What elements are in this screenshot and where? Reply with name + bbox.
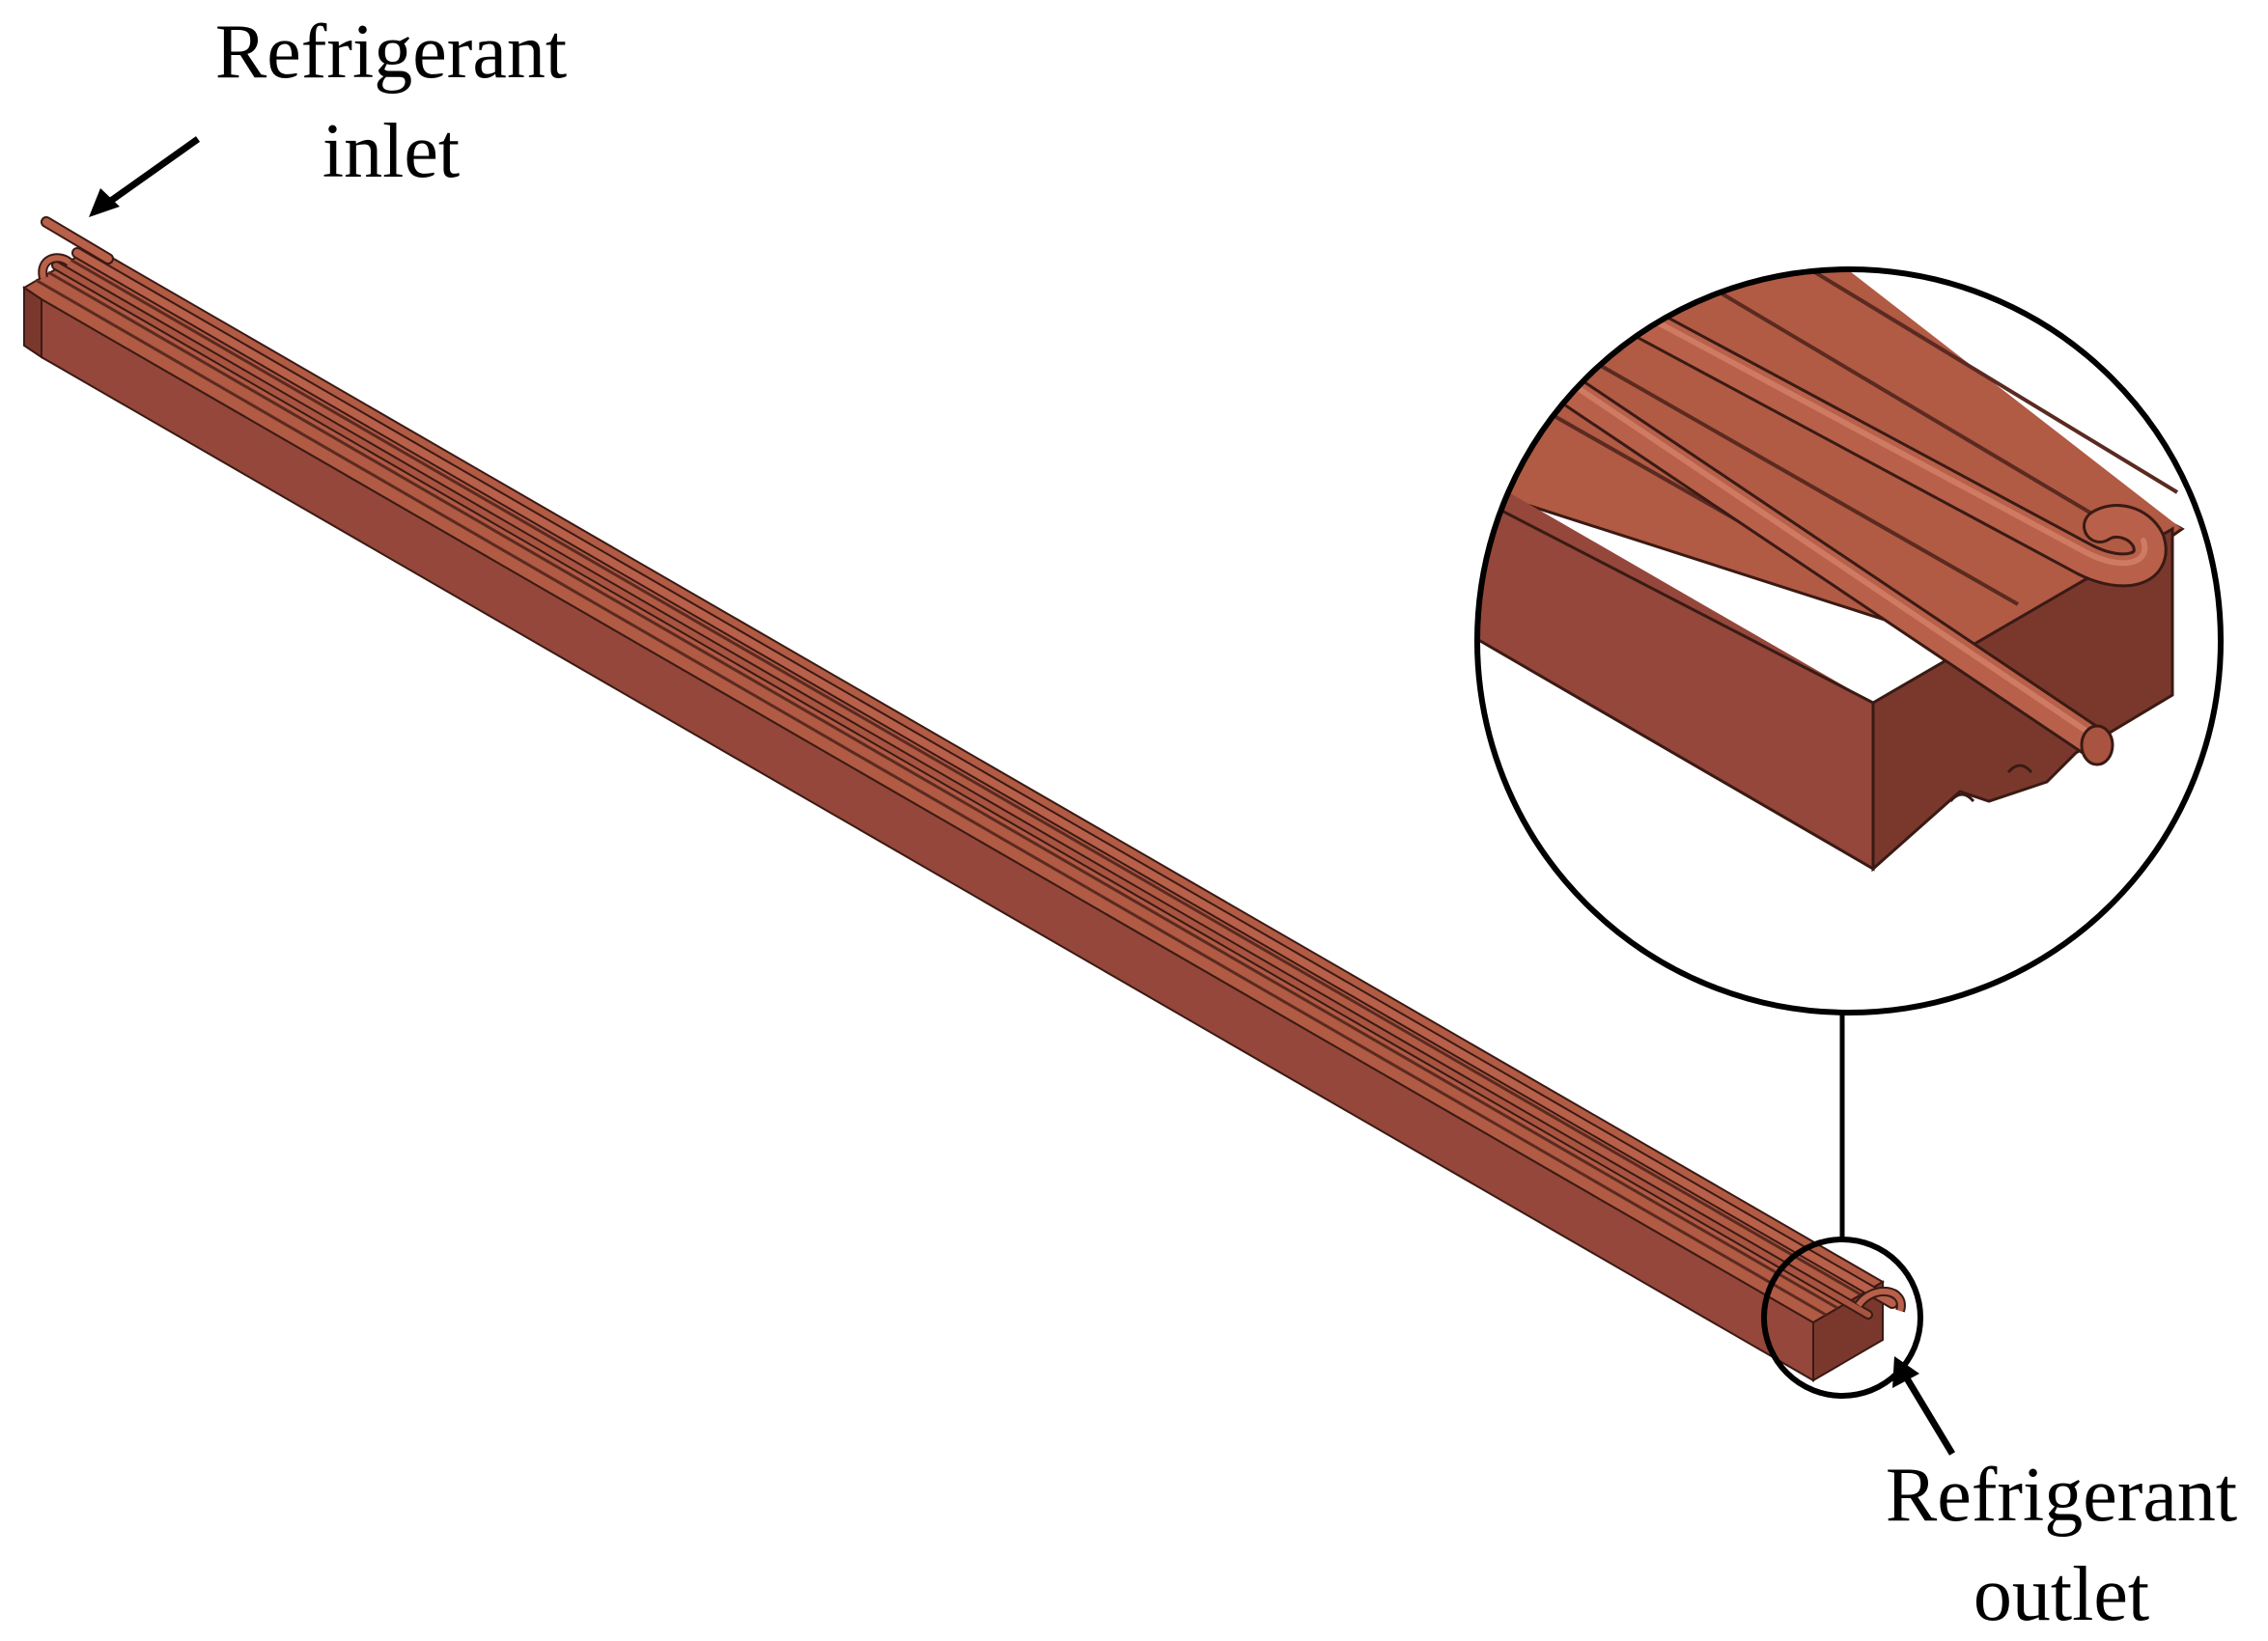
zoom-u-bend-tube bbox=[1547, 269, 2168, 588]
inlet-label-line1: Refrigerant bbox=[215, 10, 567, 95]
inlet-label: Refrigerant inlet bbox=[215, 10, 567, 194]
zoom-straight-tube bbox=[1490, 331, 2114, 766]
copper-bar bbox=[22, 216, 1906, 1382]
outlet-label: Refrigerant outlet bbox=[1886, 1453, 2237, 1637]
detail-zoom-view bbox=[1474, 266, 2224, 1015]
bar-tubes bbox=[51, 247, 1898, 1320]
outlet-label-line2: outlet bbox=[1974, 1552, 2149, 1637]
outlet-label-line1: Refrigerant bbox=[1886, 1453, 2237, 1538]
inlet-label-line2: inlet bbox=[322, 109, 460, 194]
outlet-arrow bbox=[1892, 1356, 1955, 1456]
inlet-tube bbox=[38, 216, 114, 280]
zoom-end-notches bbox=[1948, 764, 2033, 803]
detail-zoom-circle bbox=[1474, 266, 2224, 1015]
outlet-bend bbox=[1854, 1286, 1906, 1313]
inlet-arrow bbox=[89, 136, 201, 217]
